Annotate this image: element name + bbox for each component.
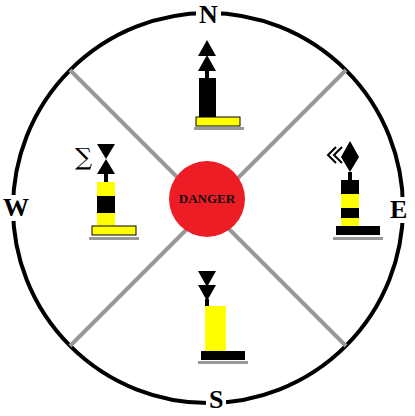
sector-line [70,70,346,346]
north-cardinal-mark [194,40,244,130]
east-cardinal-mark [328,141,383,240]
compass-point: S [206,387,226,413]
compass-point: W [0,195,32,221]
compass-ring [13,13,403,403]
compass-point: E [387,197,410,223]
sector-line [70,70,346,346]
light-character-symbol: ∑ [72,145,95,169]
danger-text: DANGER [179,191,235,207]
west-cardinal-mark [89,144,139,240]
south-cardinal-mark [198,271,248,364]
compass-point: N [196,2,221,28]
danger-circle: DANGER [169,161,245,237]
